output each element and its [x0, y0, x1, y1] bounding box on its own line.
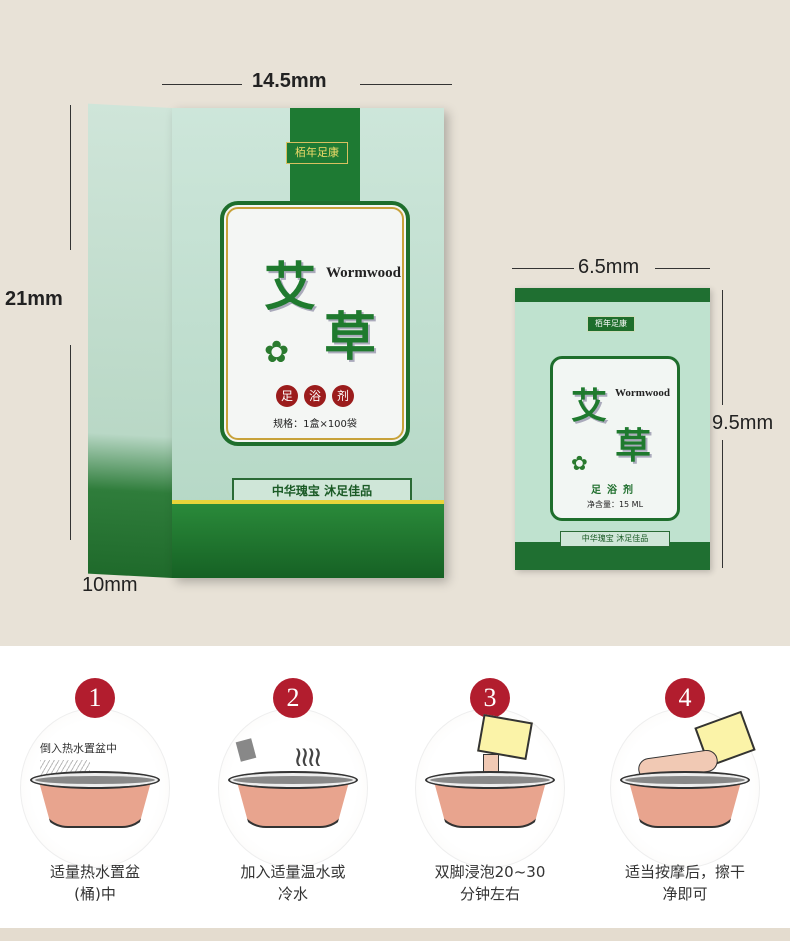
brand-label: 栢年足康 [587, 316, 635, 332]
caption-line: 适当按摩后，擦干 [624, 863, 745, 881]
caption-line: (桶)中 [74, 885, 116, 903]
step-caption: 加入适量温水或冷水 [198, 861, 388, 905]
sachet-width-label: 6.5mm [578, 256, 640, 278]
caption-line: 适量热水置盆 [49, 863, 140, 881]
type-chars: 足浴剂 [553, 481, 677, 496]
product-box: 栢年足康 艾 Wormwood 草 ✿ 足浴剂 规格：1盒×100袋 中华瑰宝 … [172, 108, 444, 578]
basin-rim [620, 771, 750, 789]
basin-rim [30, 771, 160, 789]
product-label: 艾 Wormwood 草 ✿ 足浴剂 净含量：15 ML [550, 356, 680, 521]
caption-line: 双脚浸泡20~30 [434, 863, 546, 881]
dimension-line [722, 290, 723, 405]
step-number: 4 [665, 678, 705, 718]
step-number: 1 [75, 678, 115, 718]
type-seals: 足浴剂 [224, 385, 406, 407]
box-spec: 规格：1盒×100袋 [273, 419, 357, 430]
type-char: 剂 [623, 485, 639, 496]
box-width-label: 14.5mm [252, 70, 327, 92]
dimension-line [162, 84, 242, 85]
box-height-label: 21mm [5, 288, 63, 310]
caption-line: 净即可 [662, 885, 708, 903]
caption-line: 冷水 [277, 885, 308, 903]
title-char-2: 草 [324, 307, 377, 368]
seal: 剂 [332, 385, 354, 407]
caption-line: 分钟左右 [459, 885, 520, 903]
product-sachet: 栢年足康 艾 Wormwood 草 ✿ 足浴剂 净含量：15 ML 中华瑰宝 沐… [515, 288, 710, 570]
dimension-line [655, 268, 710, 269]
step-number: 2 [273, 678, 313, 718]
caption-line: 加入适量温水或 [240, 863, 346, 881]
leaf-icon: ✿ [264, 335, 290, 370]
english-name: Wormwood [326, 265, 401, 281]
seal: 浴 [304, 385, 326, 407]
type-char: 浴 [607, 485, 623, 496]
type-char: 足 [591, 485, 607, 496]
seal: 足 [276, 385, 298, 407]
step-caption: 适量热水置盆 (桶)中 [0, 861, 190, 905]
dimension-line [722, 440, 723, 568]
product-label: 艾 Wormwood 草 ✿ 足浴剂 规格：1盒×100袋 [220, 201, 410, 446]
steam-icon: ≀≀≀≀ [293, 740, 323, 773]
basin-rim [228, 771, 358, 789]
english-name: Wormwood [615, 387, 670, 399]
title-char-1: 艾 [264, 257, 317, 318]
dimension-line [360, 84, 452, 85]
bottom-strip [0, 928, 790, 941]
step-caption: 双脚浸泡20~30 分钟左右 [395, 861, 585, 905]
leaf-icon: ✿ [571, 451, 588, 475]
dimension-line [70, 105, 71, 250]
title-char-2: 草 [615, 425, 652, 467]
basin-rim [425, 771, 555, 789]
slogan: 中华瑰宝 沐足佳品 [560, 531, 670, 547]
title-char-1: 艾 [571, 385, 608, 427]
box-depth-label: 10mm [82, 574, 138, 596]
sachet-spec: 净含量：15 ML [586, 500, 644, 509]
step-number: 3 [470, 678, 510, 718]
dimension-line [512, 268, 574, 269]
box-side-panel [88, 103, 172, 578]
brand-label: 栢年足康 [286, 142, 348, 164]
dimension-line [70, 345, 71, 540]
step-caption: 适当按摩后，擦干净即可 [590, 861, 780, 905]
box-bottom-band [172, 500, 444, 578]
illustration-text: 倒入热水置盆中 [40, 742, 117, 755]
sachet-height-label: 9.5mm [712, 412, 774, 434]
